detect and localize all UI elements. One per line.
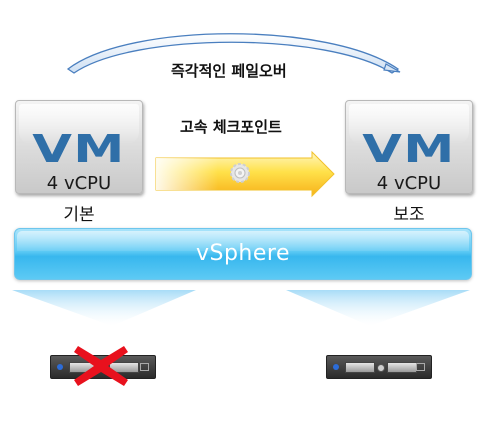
- secondary-vm-box: VM 4 vCPU: [345, 100, 473, 194]
- failover-label: 즉각적인 페일오버: [171, 62, 287, 80]
- server-bay: [345, 362, 375, 373]
- vm-logo: VM: [32, 127, 126, 171]
- right-beam: [286, 290, 470, 326]
- server-led: [333, 364, 339, 370]
- server-led: [57, 364, 63, 370]
- server-bay: [387, 362, 417, 373]
- server-icon: [326, 355, 432, 379]
- server-port: [416, 363, 425, 371]
- left-beam: [12, 290, 196, 326]
- primary-vm-caption: 기본: [63, 205, 95, 225]
- checkpoint-label: 고속 체크포인트: [180, 118, 282, 136]
- vsphere-platform-bar: vSphere: [14, 228, 472, 280]
- vm-cpu-label: 4 vCPU: [46, 173, 112, 194]
- server-knob: [377, 364, 385, 372]
- failover-arrowhead: [383, 63, 401, 73]
- failure-x-icon: [74, 346, 128, 386]
- vm-logo: VM: [362, 127, 456, 171]
- secondary-vm-caption: 보조: [393, 205, 425, 225]
- server-port: [140, 363, 149, 371]
- failover-arc: [66, 33, 400, 74]
- vm-cpu-label: 4 vCPU: [376, 173, 442, 194]
- gear-icon: [230, 163, 250, 183]
- vsphere-label: vSphere: [195, 241, 291, 266]
- primary-vm-box: VM 4 vCPU: [15, 100, 143, 194]
